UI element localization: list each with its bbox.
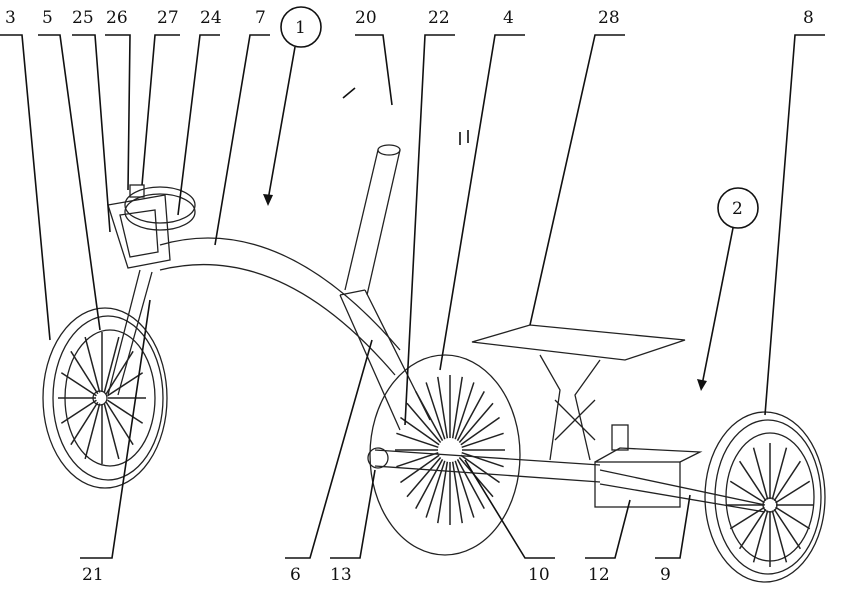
spoke	[775, 506, 811, 530]
spoke	[425, 382, 446, 440]
spoke	[773, 460, 802, 502]
label-27: 27	[157, 8, 179, 28]
label-9: 9	[660, 565, 671, 585]
label-24: 24	[200, 8, 222, 28]
spoke	[461, 432, 504, 449]
callout-1: 1	[295, 18, 306, 38]
spoke	[84, 336, 101, 393]
spoke	[460, 454, 500, 484]
frame	[107, 144, 431, 431]
spoke	[60, 372, 97, 397]
platform	[471, 324, 686, 461]
spoke	[107, 399, 144, 424]
spoke	[738, 508, 767, 550]
spoke	[105, 401, 134, 446]
spoke	[456, 391, 485, 441]
label-21: 21	[82, 565, 104, 585]
spoke	[400, 416, 440, 446]
label-8: 8	[803, 8, 814, 28]
spoke	[107, 372, 144, 397]
arrowhead-1	[263, 194, 273, 206]
spoke	[771, 510, 788, 563]
spoke	[454, 382, 475, 440]
label-6: 6	[290, 565, 301, 585]
spoke	[461, 451, 504, 468]
leader-lines	[0, 34, 825, 559]
spoke	[773, 508, 802, 550]
spoke	[458, 402, 494, 444]
spoke	[454, 460, 475, 518]
spoke	[437, 376, 449, 439]
label-3: 3	[5, 8, 16, 28]
spoke	[415, 459, 444, 509]
spoke	[406, 456, 442, 498]
spoke	[451, 461, 463, 524]
label-22: 22	[428, 8, 450, 28]
label-12: 12	[588, 565, 610, 585]
spoke	[729, 480, 765, 504]
callout-2: 2	[732, 199, 743, 219]
spoke	[460, 416, 500, 446]
front-wheel	[42, 307, 168, 489]
spoke	[456, 459, 485, 509]
label-20: 20	[355, 8, 377, 28]
rear-wheel	[704, 411, 826, 583]
fan-disc	[369, 354, 521, 556]
spoke	[70, 350, 99, 395]
spoke	[451, 376, 463, 439]
label-5: 5	[42, 8, 53, 28]
label-25: 25	[72, 8, 94, 28]
spoke	[752, 447, 769, 500]
spoke	[775, 480, 811, 504]
spoke	[103, 403, 120, 460]
spoke	[70, 401, 99, 446]
spoke	[738, 460, 767, 502]
spoke	[396, 432, 439, 449]
spoke	[771, 447, 788, 500]
spoke	[84, 403, 101, 460]
label-10: 10	[528, 565, 550, 585]
spoke	[396, 451, 439, 468]
label-7: 7	[255, 8, 266, 28]
callout-1-circle	[280, 6, 322, 48]
drive-shaft	[367, 424, 766, 513]
label-4: 4	[503, 8, 514, 28]
spoke	[103, 336, 120, 393]
label-26: 26	[106, 8, 128, 28]
spoke	[60, 399, 97, 424]
spoke	[752, 510, 769, 563]
spoke	[437, 461, 449, 524]
callout-2-circle	[717, 187, 759, 229]
spoke	[406, 402, 442, 444]
label-13: 13	[330, 565, 352, 585]
label-28: 28	[598, 8, 620, 28]
arrowhead-2	[697, 379, 707, 391]
